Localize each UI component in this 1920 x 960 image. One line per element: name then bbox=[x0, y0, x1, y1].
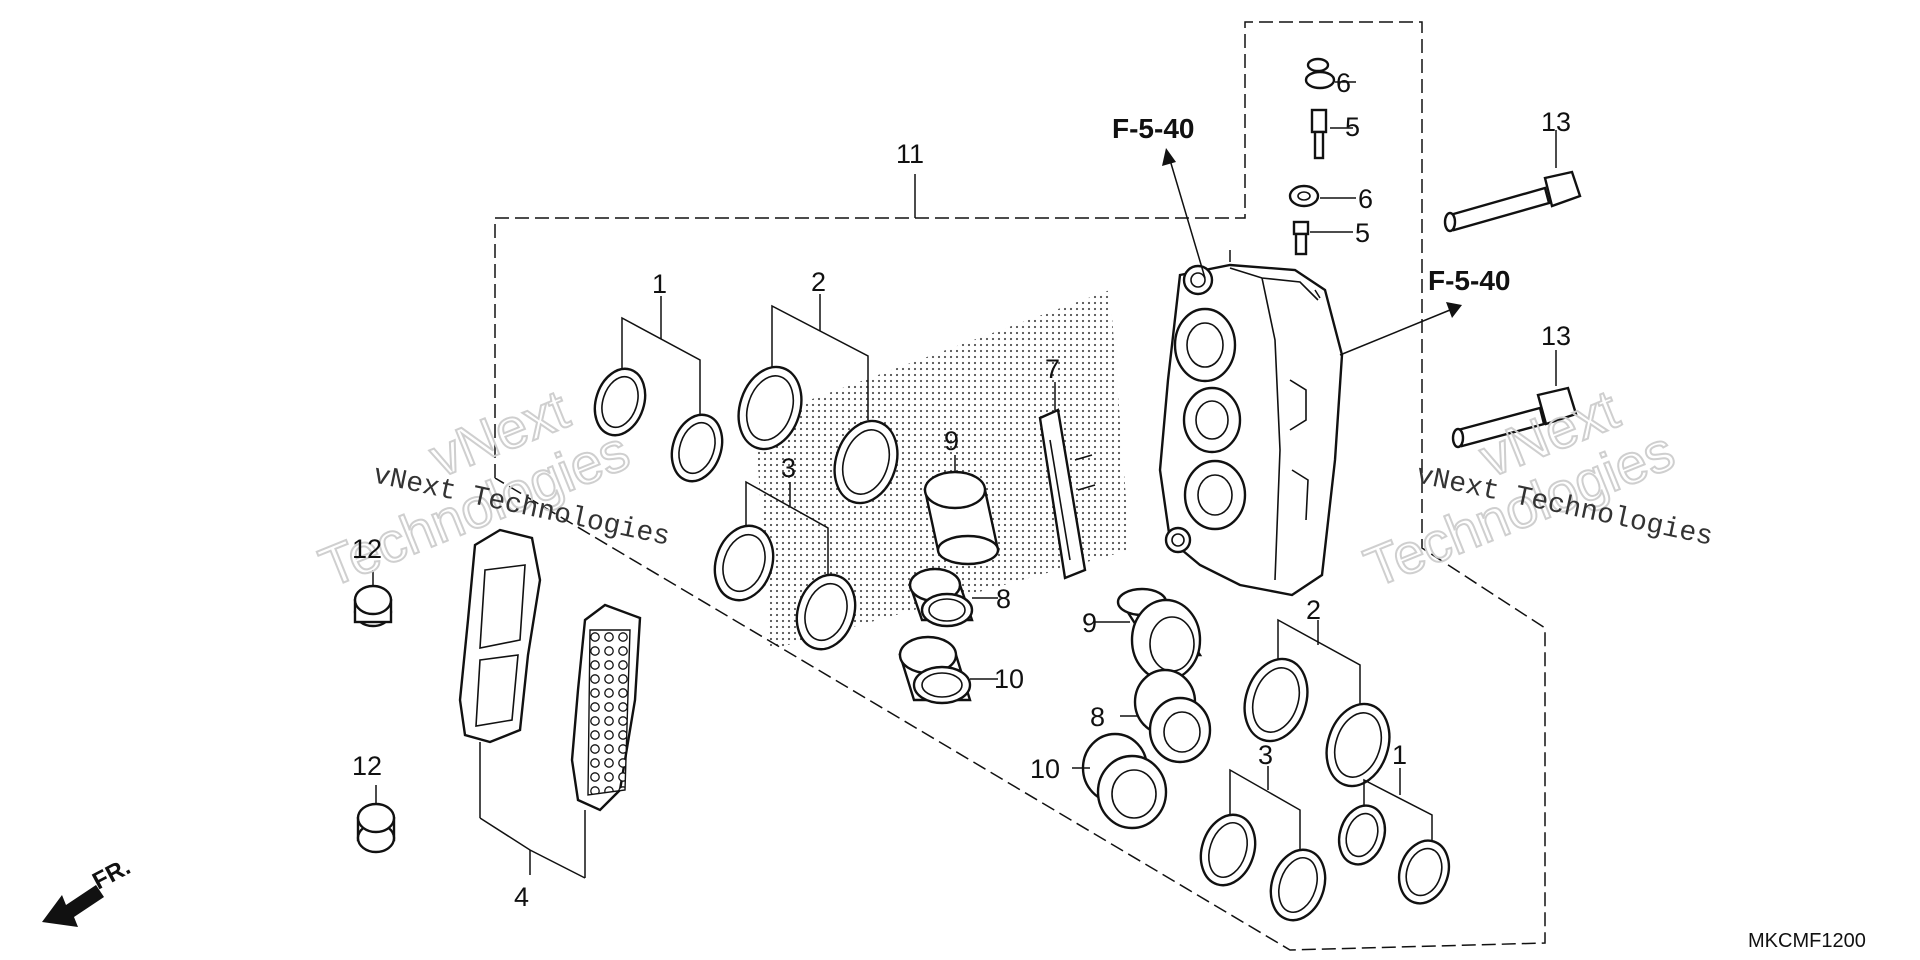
bleeder-cap-6-upper bbox=[1304, 57, 1356, 90]
seal-ring-1-lower bbox=[1337, 768, 1451, 905]
seal-ring-2-lower bbox=[1243, 618, 1391, 788]
callout-10-lower: 10 bbox=[1030, 754, 1060, 784]
shading-area bbox=[755, 290, 1130, 650]
callout-4: 4 bbox=[514, 882, 529, 912]
callout-12-upper: 12 bbox=[352, 534, 382, 564]
seal-ring-2-upper bbox=[737, 294, 899, 505]
piston-8-lower bbox=[1120, 668, 1212, 764]
callout-6-upper: 6 bbox=[1336, 68, 1351, 98]
piston-9-lower bbox=[1095, 587, 1203, 682]
callout-6-lower: 6 bbox=[1358, 184, 1373, 214]
pad-spring-7 bbox=[1038, 382, 1096, 580]
ref-arrow-left bbox=[1162, 148, 1206, 279]
seal-ring-1-upper bbox=[593, 296, 724, 483]
callout-5-lower: 5 bbox=[1355, 218, 1370, 248]
seal-ring-3-lower bbox=[1199, 766, 1327, 922]
callout-1-upper: 1 bbox=[652, 269, 667, 299]
callout-3-lower: 3 bbox=[1258, 740, 1273, 770]
brake-pad-rear bbox=[479, 603, 642, 879]
piston-10-upper bbox=[898, 635, 998, 705]
piston-8-upper bbox=[908, 567, 998, 628]
bleeder-screw-5-lower bbox=[1292, 220, 1353, 256]
callout-12-lower: 12 bbox=[352, 751, 382, 781]
bleeder-screw-5-upper bbox=[1310, 108, 1353, 160]
piston-9-upper bbox=[923, 455, 1000, 566]
callout-13-upper: 13 bbox=[1541, 107, 1571, 137]
ref-arrow-right bbox=[1339, 302, 1462, 356]
callout-3-upper: 3 bbox=[781, 453, 796, 483]
seal-ring-3-upper bbox=[713, 480, 857, 651]
piston-10-lower bbox=[1072, 732, 1168, 830]
sleeve-12-upper bbox=[353, 570, 393, 628]
callout-9-upper: 9 bbox=[944, 426, 959, 456]
callout-10-upper: 10 bbox=[994, 664, 1024, 694]
callout-11: 11 bbox=[896, 139, 924, 169]
mounting-bolt-13-lower bbox=[1451, 350, 1578, 449]
callout-2-upper: 2 bbox=[811, 267, 826, 297]
bleeder-cap-6-lower bbox=[1288, 184, 1356, 208]
assembly-outline bbox=[494, 21, 1546, 951]
brake-caliper-body bbox=[1158, 250, 1344, 597]
callout-5-upper: 5 bbox=[1345, 112, 1360, 142]
diagram-code: MKCMF1200 bbox=[1748, 930, 1866, 952]
mounting-bolt-13-upper bbox=[1443, 130, 1582, 233]
reference-label-right[interactable]: F-5-40 bbox=[1428, 265, 1510, 296]
front-arrow-icon bbox=[42, 885, 104, 927]
callout-2-lower: 2 bbox=[1306, 595, 1321, 625]
sleeve-12-lower bbox=[356, 785, 396, 854]
watermark-right: vNext Technologies vNext Technologies bbox=[1355, 376, 1716, 600]
callout-7: 7 bbox=[1045, 354, 1060, 384]
reference-label-left[interactable]: F-5-40 bbox=[1112, 113, 1194, 144]
callout-8-lower: 8 bbox=[1090, 702, 1105, 732]
callout-13-lower: 13 bbox=[1541, 321, 1571, 351]
callout-9-lower: 9 bbox=[1082, 608, 1097, 638]
callout-8-upper: 8 bbox=[996, 584, 1011, 614]
callout-1-lower: 1 bbox=[1392, 740, 1407, 770]
brake-pad-front bbox=[458, 528, 542, 818]
